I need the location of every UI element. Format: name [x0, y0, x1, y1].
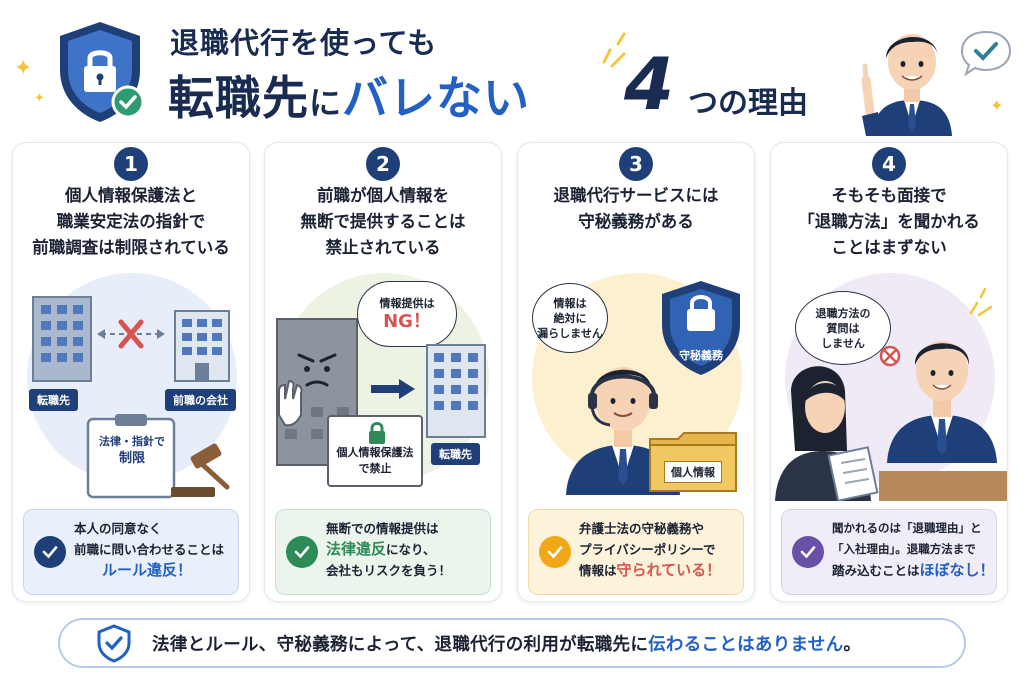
- card-number: 3: [619, 147, 653, 181]
- speech-bubble: 退職方法の 質問は しません: [795, 291, 891, 365]
- clipboard-text: 法律・指針で 制限: [99, 435, 165, 466]
- footer-banner: 法律とルール、守秘義務によって、退職代行の利用が転職先に伝わることはありません。: [58, 618, 966, 668]
- card-title: 個人情報保護法と 職業安定法の指針で 前職調査は制限されている: [32, 186, 230, 257]
- illustration-restriction: 転職先 前職の会社 法律・指針で 制限: [13, 271, 249, 501]
- note-box: 弁護士法の守秘義務や プライバシーポリシーで 情報は守られている！: [528, 509, 744, 595]
- desk: [879, 471, 1007, 501]
- shield-check-icon: [97, 624, 131, 663]
- note-box: 無断での情報提供は 法律違反になり、 会社もリスクを負う！: [275, 509, 491, 595]
- illustration-interview: 退職方法の 質問は しません: [771, 271, 1007, 501]
- sparkle-icon: ✦: [34, 91, 45, 106]
- building-character-icon: [276, 318, 358, 466]
- emphasis-rays-icon: [602, 32, 626, 68]
- reason-card-4: 4 そもそも面接で 「退職方法」を聞かれる ことはまずない 退職方法の 質問は …: [770, 142, 1008, 602]
- building-icon: [32, 296, 92, 382]
- check-icon: [539, 536, 571, 568]
- card-title: 退職代行サービスには 守秘義務がある: [553, 186, 719, 231]
- building-icon: [426, 344, 486, 438]
- check-speech-bubble-icon: [960, 30, 1012, 77]
- note-box: 聞かれるのは「退職理由」と 「入社理由」。退職方法まで 踏み込むことはほぼなし！: [781, 509, 997, 595]
- title-four: 4: [624, 42, 675, 126]
- title-part-a: 転職先: [168, 71, 309, 125]
- shield-lock-icon: [662, 281, 740, 375]
- reason-card-3: 3 退職代行サービスには 守秘義務がある 情報は 絶対に 漏らしません 守秘義務: [517, 142, 755, 602]
- label-new-company: 転職先: [431, 443, 480, 465]
- candidate-man-icon: [887, 341, 997, 463]
- footer-text: 法律とルール、守秘義務によって、退職代行の利用が転職先に伝わることはありません。: [152, 634, 862, 655]
- check-icon: [792, 536, 824, 568]
- title-line1: 退職代行を使っても: [170, 26, 438, 60]
- blocked-arrow-icon: [97, 319, 165, 349]
- sparkle-icon: ✦: [990, 96, 1004, 115]
- card-title: そもそも面接で 「退職方法」を聞かれる ことはまずない: [798, 186, 980, 257]
- illustration-ng: 情報提供は NG！ 個人情報保護法 で禁止 転職先: [265, 271, 501, 501]
- check-icon: [286, 536, 318, 568]
- building-icon: [174, 310, 230, 382]
- reason-card-1: 1 個人情報保護法と 職業安定法の指針で 前職調査は制限されている 転職先 前職…: [12, 142, 250, 602]
- interviewer-woman-icon: [775, 366, 879, 501]
- clipboard-icon: [86, 414, 176, 499]
- header: ✦ ✦ 退職代行を使っても 転職先にバレない 4 つの理由: [0, 0, 1024, 140]
- title-tail: つの理由: [688, 86, 808, 121]
- label-new-company: 転職先: [29, 389, 78, 411]
- title-part-b: に: [309, 84, 343, 122]
- reason-card-2: 2 前職が個人情報を 無断で提供することは 禁止されている 情報提供は NG！: [264, 142, 502, 602]
- card-number: 2: [366, 147, 400, 181]
- arrow-right-icon: [371, 379, 415, 399]
- card-number: 1: [114, 147, 148, 181]
- label-previous-company: 前職の会社: [165, 389, 236, 411]
- prohibited-icon: [879, 345, 901, 367]
- card-title: 前職が個人情報を 無断で提供することは 禁止されている: [300, 186, 466, 257]
- folder-label: 個人情報: [664, 461, 722, 483]
- illustration-confidentiality: 情報は 絶対に 漏らしません 守秘義務: [518, 271, 754, 501]
- note-box: 本人の同意なく 前職に問い合わせることは ルール違反！: [23, 509, 239, 595]
- speech-bubble: 情報提供は NG！: [357, 281, 457, 347]
- law-sign: 個人情報保護法 で禁止: [327, 415, 423, 487]
- gavel-icon: [171, 443, 230, 497]
- shield-label: 守秘義務: [679, 349, 723, 362]
- title-line2: 転職先にバレない: [168, 62, 530, 128]
- speech-bubble: 情報は 絶対に 漏らしません: [532, 283, 608, 353]
- businessman-pointing-icon: [861, 34, 952, 136]
- emphasis-rays-icon: [969, 287, 993, 317]
- card-number: 4: [872, 147, 906, 181]
- shield-lock-icon: [60, 22, 145, 122]
- lock-icon: [369, 422, 385, 444]
- sparkle-icon: ✦: [14, 56, 33, 81]
- title-part-c: バレない: [342, 71, 531, 125]
- check-icon: [34, 536, 66, 568]
